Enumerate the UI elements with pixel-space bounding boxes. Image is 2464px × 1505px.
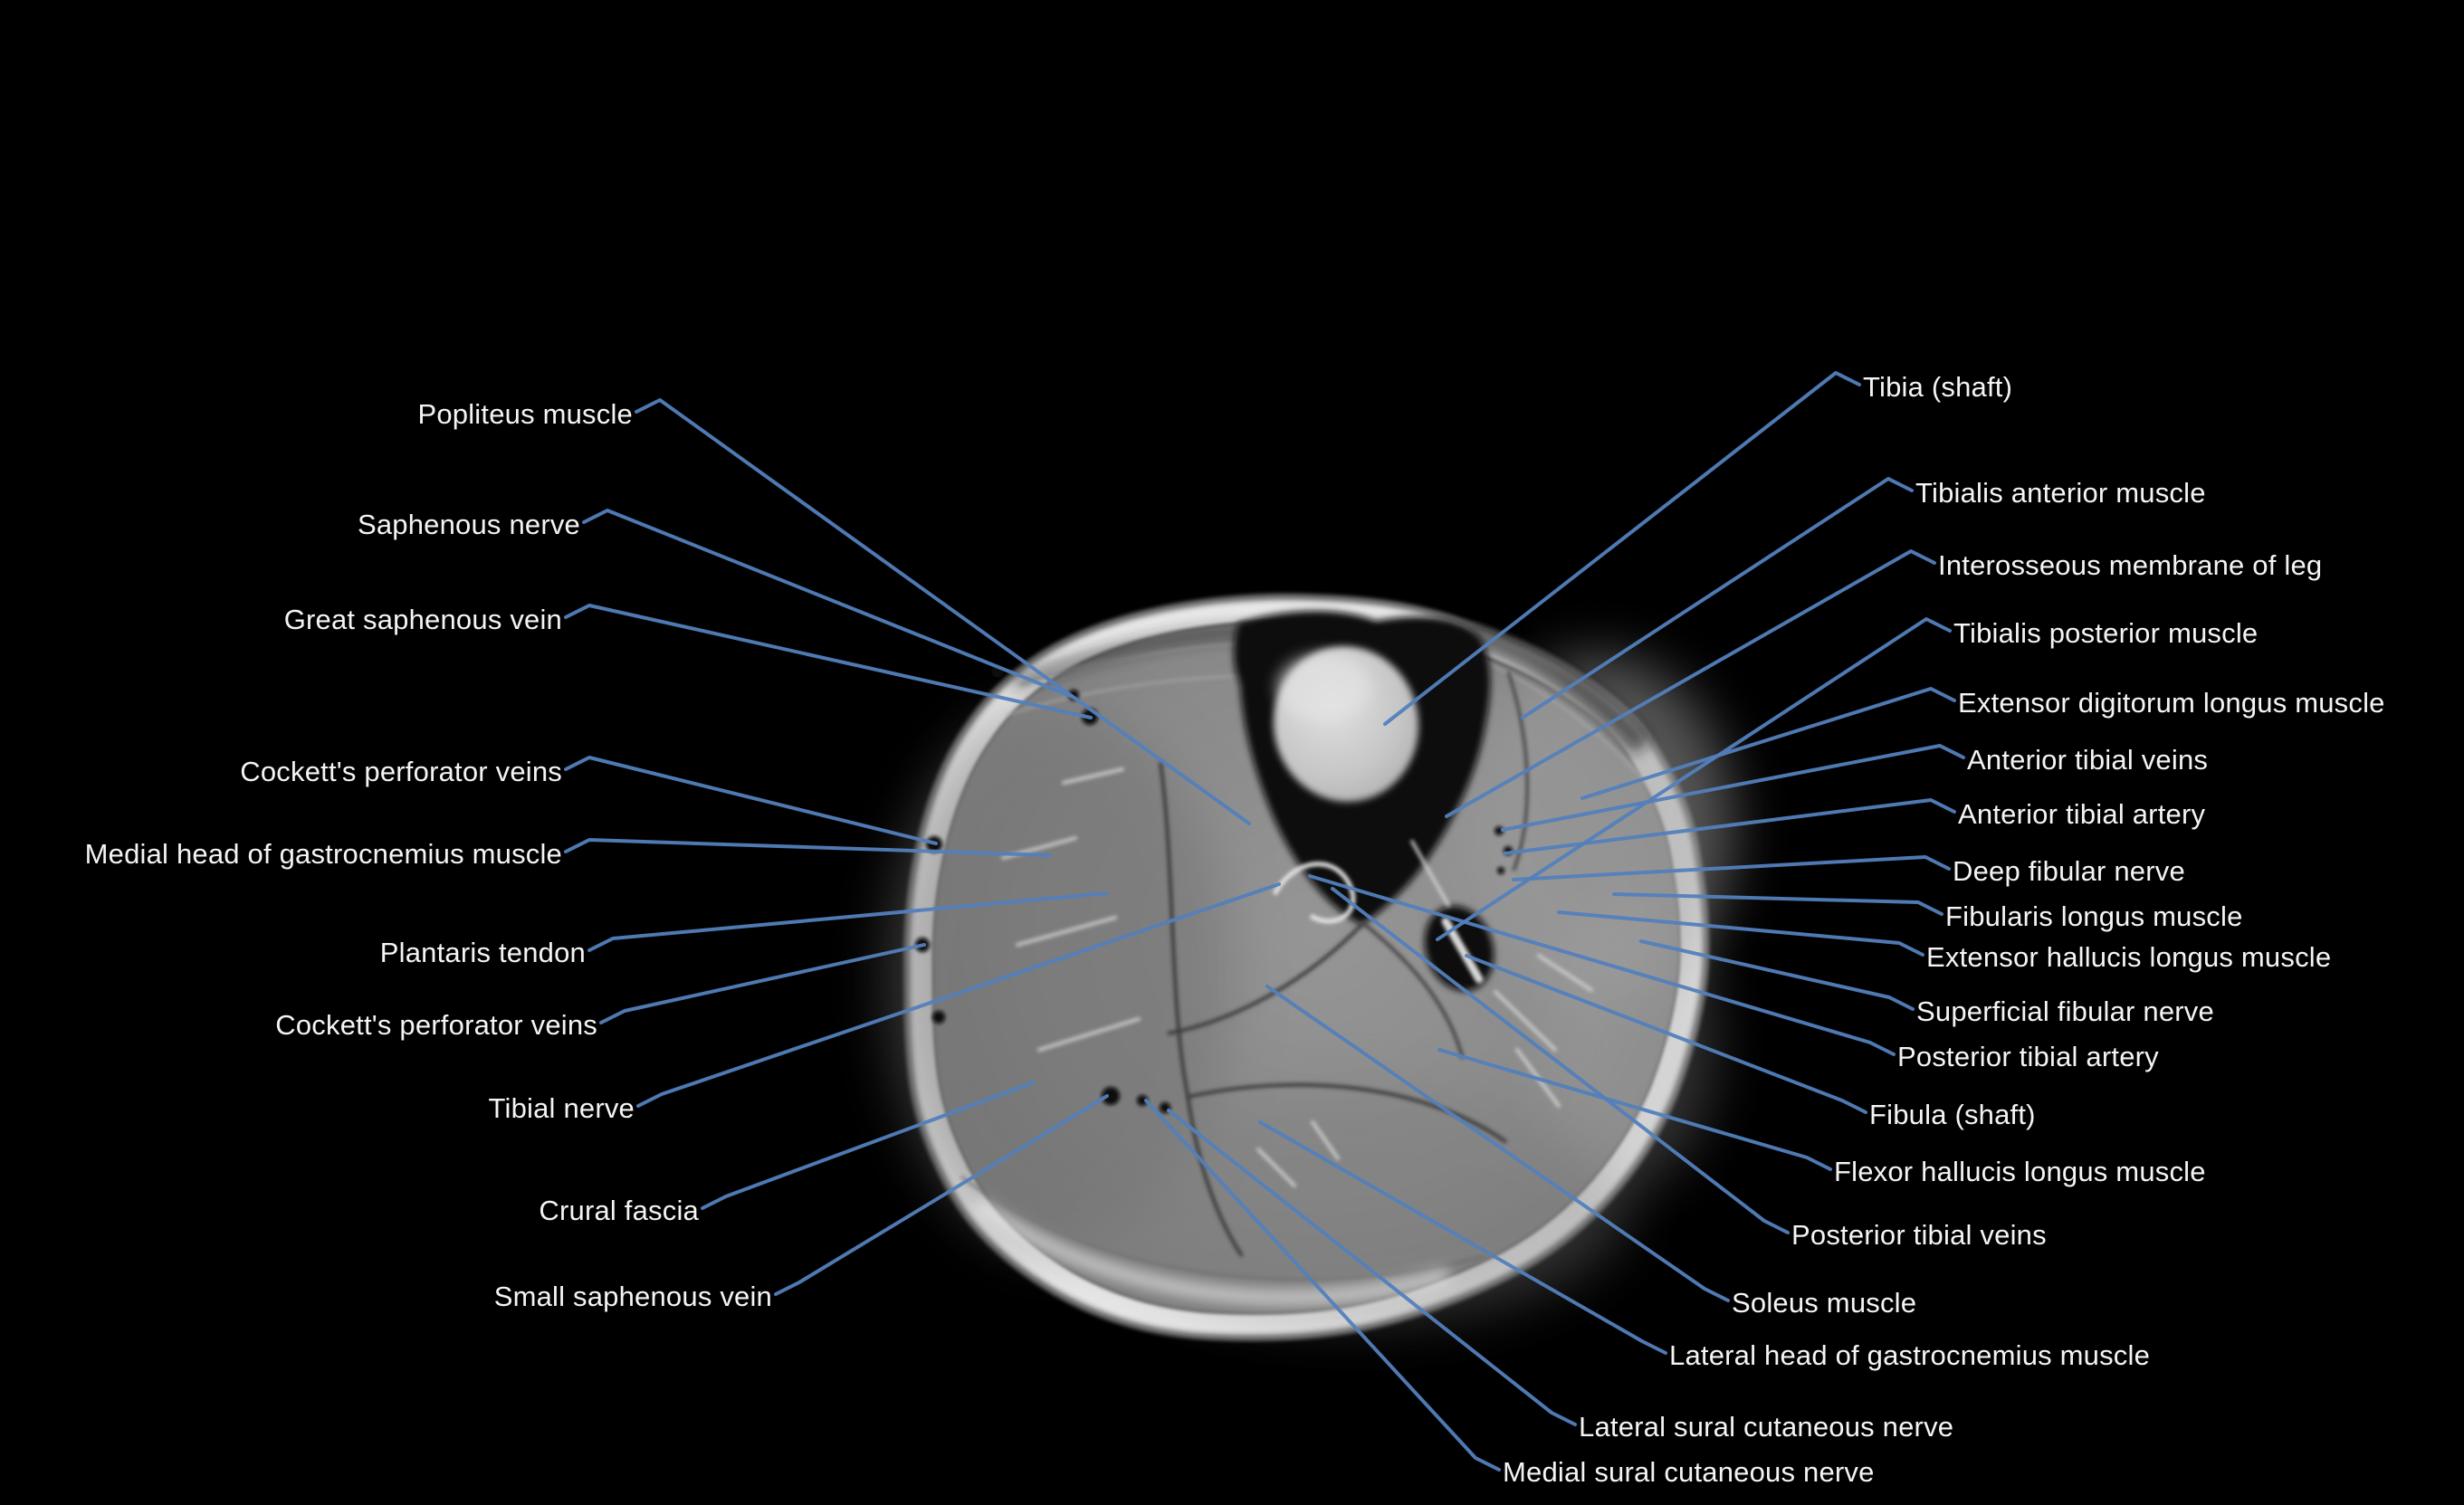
leader-line-tibialis-posterior-muscle <box>1436 617 1952 941</box>
label-extensor-hallucis-longus-muscle: Extensor hallucis longus muscle <box>1926 941 2332 973</box>
leader-line-flexor-hallucis-longus-muscle <box>1437 1048 1832 1171</box>
leader-line-posterior-tibial-artery <box>1308 874 1896 1056</box>
label-tibialis-posterior-muscle: Tibialis posterior muscle <box>1953 617 2259 649</box>
fat-bottom-highlight <box>973 1198 1451 1304</box>
leader-line-great-saphenous-vein <box>564 604 1093 719</box>
label-soleus-muscle: Soleus muscle <box>1732 1287 1917 1319</box>
compartment-boundary <box>1361 921 1465 1060</box>
label-posterior-tibial-veins: Posterior tibial veins <box>1791 1219 2047 1251</box>
leader-line-posterior-tibial-veins <box>1331 887 1790 1234</box>
label-lateral-head-of-gastrocnemius-muscle: Lateral head of gastrocnemius muscle <box>1669 1339 2151 1371</box>
label-tibial-nerve: Tibial nerve <box>488 1092 635 1124</box>
leader-line-plantaris-tendon <box>587 891 1108 952</box>
label-anterior-tibial-veins: Anterior tibial veins <box>1967 744 2209 776</box>
leader-line-interosseous-membrane-of-leg <box>1445 549 1936 818</box>
label-tibia-shaft: Tibia (shaft) <box>1863 371 2013 403</box>
leader-line-saphenous-nerve <box>582 509 1074 699</box>
leader-line-cocketts-perforator-veins-lower <box>599 943 926 1024</box>
leader-line-medial-head-of-gastrocnemius-muscle <box>564 838 1052 857</box>
tibia-marrow-highlight <box>1276 653 1370 722</box>
medial-gastrocnemius-shade <box>887 706 1231 1249</box>
label-saphenous-nerve: Saphenous nerve <box>357 509 580 540</box>
leader-line-cocketts-perforator-veins-upper <box>564 756 938 845</box>
label-deep-fibular-nerve: Deep fibular nerve <box>1953 855 2185 887</box>
popliteal-curl <box>1272 862 1356 924</box>
compartment-boundary <box>1167 921 1365 1035</box>
leader-line-tibia-shaft <box>1383 371 1861 726</box>
label-fibularis-longus-muscle: Fibularis longus muscle <box>1945 900 2243 932</box>
leader-line-crural-fascia <box>701 1081 1036 1210</box>
crural-fascia-line <box>960 1175 1485 1281</box>
leader-line-fibularis-longus-muscle <box>1612 892 1944 916</box>
label-superficial-fibular-nerve: Superficial fibular nerve <box>1916 995 2214 1027</box>
compartment-boundary <box>1187 1082 1508 1144</box>
label-small-saphenous-vein: Small saphenous vein <box>493 1281 772 1312</box>
label-great-saphenous-vein: Great saphenous vein <box>283 604 562 635</box>
label-extensor-digitorum-longus-muscle: Extensor digitorum longus muscle <box>1958 687 2385 719</box>
leader-line-deep-fibular-nerve <box>1512 855 1951 881</box>
leader-line-lateral-sural-cutaneous-nerve <box>1167 1109 1577 1426</box>
leader-line-anterior-tibial-veins <box>1501 744 1965 832</box>
label-lateral-sural-cutaneous-nerve: Lateral sural cutaneous nerve <box>1579 1411 1954 1443</box>
leader-line-tibial-nerve <box>636 882 1281 1108</box>
leader-line-anterior-tibial-artery <box>1503 798 1956 855</box>
leader-line-extensor-hallucis-longus-muscle <box>1557 910 1924 957</box>
leader-line-medial-sural-cutaneous-nerve <box>1144 1099 1501 1472</box>
label-tibialis-anterior-muscle: Tibialis anterior muscle <box>1915 477 2206 509</box>
leader-line-popliteus-muscle <box>635 398 1251 825</box>
compartment-boundary <box>1159 761 1244 1258</box>
label-flexor-hallucis-longus-muscle: Flexor hallucis longus muscle <box>1834 1156 2206 1187</box>
leader-line-superficial-fibular-nerve <box>1639 939 1915 1011</box>
label-anterior-tibial-artery: Anterior tibial artery <box>1958 798 2206 830</box>
label-medial-sural-cutaneous-nerve: Medial sural cutaneous nerve <box>1503 1456 1875 1488</box>
label-crural-fascia: Crural fascia <box>539 1195 699 1226</box>
leg-cross-section <box>887 594 1733 1341</box>
leader-line-extensor-digitorum-longus-muscle <box>1581 687 1956 800</box>
leader-lines <box>564 371 1965 1472</box>
label-cocketts-perforator-veins-upper: Cockett's perforator veins <box>240 756 562 787</box>
medial-dark-band <box>1011 625 1246 690</box>
leader-line-tibialis-anterior-muscle <box>1521 477 1914 719</box>
label-popliteus-muscle: Popliteus muscle <box>417 398 633 430</box>
label-interosseous-membrane-of-leg: Interosseous membrane of leg <box>1938 549 2323 581</box>
leader-line-small-saphenous-vein <box>774 1094 1109 1296</box>
lateral-fascia-highlight <box>1543 896 1715 1186</box>
label-posterior-tibial-artery: Posterior tibial artery <box>1897 1041 2159 1072</box>
label-fibula-shaft: Fibula (shaft) <box>1869 1099 2036 1130</box>
leader-line-soleus-muscle <box>1265 985 1730 1302</box>
leader-line-fibula-shaft <box>1465 954 1867 1114</box>
label-cocketts-perforator-veins-lower: Cockett's perforator veins <box>275 1009 597 1041</box>
label-plantaris-tendon: Plantaris tendon <box>379 937 586 968</box>
leader-line-lateral-head-of-gastrocnemius-muscle <box>1258 1120 1667 1355</box>
label-medial-head-of-gastrocnemius-muscle: Medial head of gastrocnemius muscle <box>84 838 562 870</box>
